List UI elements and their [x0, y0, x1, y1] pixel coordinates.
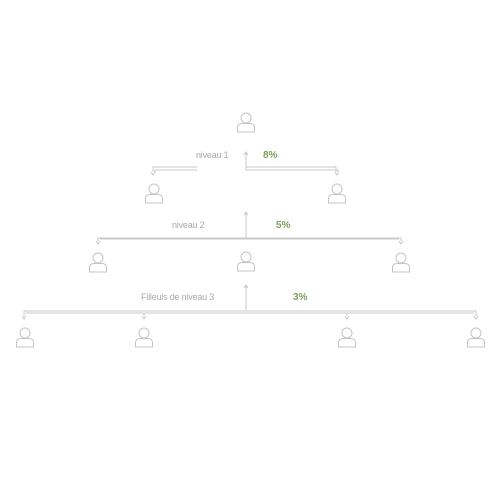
level-1-person-icon	[145, 183, 163, 204]
level-1-person-icon	[328, 183, 346, 204]
level-2-connectors	[95, 211, 404, 245]
root-person-icon	[237, 112, 255, 133]
level-2-percent: 5%	[276, 220, 291, 231]
level-2-person-icon	[237, 251, 255, 272]
level-3-connectors	[21, 284, 479, 320]
level-3-person-icon	[467, 327, 485, 348]
level-3-label: Filleuls de niveau 3	[141, 292, 215, 302]
level-3-percent: 3%	[293, 292, 308, 303]
level-3-person-icon	[16, 327, 34, 348]
level-2-label: niveau 2	[172, 220, 205, 230]
level-1-connectors	[150, 151, 340, 176]
level-2-person-icon	[392, 252, 410, 273]
level-1-label: niveau 1	[196, 150, 229, 160]
level-1-percent: 8%	[263, 150, 278, 161]
level-2-person-icon	[89, 252, 107, 273]
level-3-person-icon	[338, 327, 356, 348]
level-3-person-icon	[135, 327, 153, 348]
